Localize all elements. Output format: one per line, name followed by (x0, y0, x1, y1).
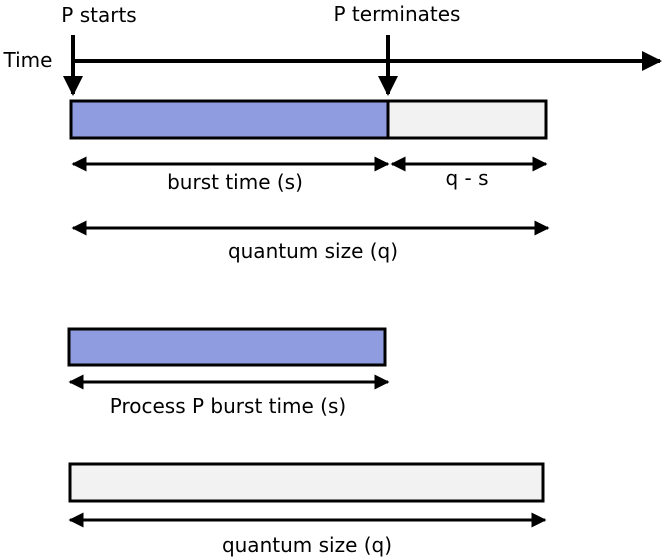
time-axis-label: Time (3, 48, 53, 72)
process-burst-bar (67, 327, 387, 367)
burst-time-label: burst time (s) (167, 170, 303, 194)
q-minus-s-label: q - s (445, 166, 488, 190)
p-starts-label: P starts (61, 3, 136, 27)
quantum-remaining-bar (386, 99, 548, 140)
quantum-size-label-bottom: quantum size (q) (222, 533, 392, 557)
burst-time-bar (69, 99, 390, 140)
quantum-bar (68, 462, 545, 503)
process-burst-label: Process P burst time (s) (110, 394, 346, 418)
p-terminates-label: P terminates (334, 2, 461, 26)
quantum-size-label-top: quantum size (q) (228, 239, 398, 263)
